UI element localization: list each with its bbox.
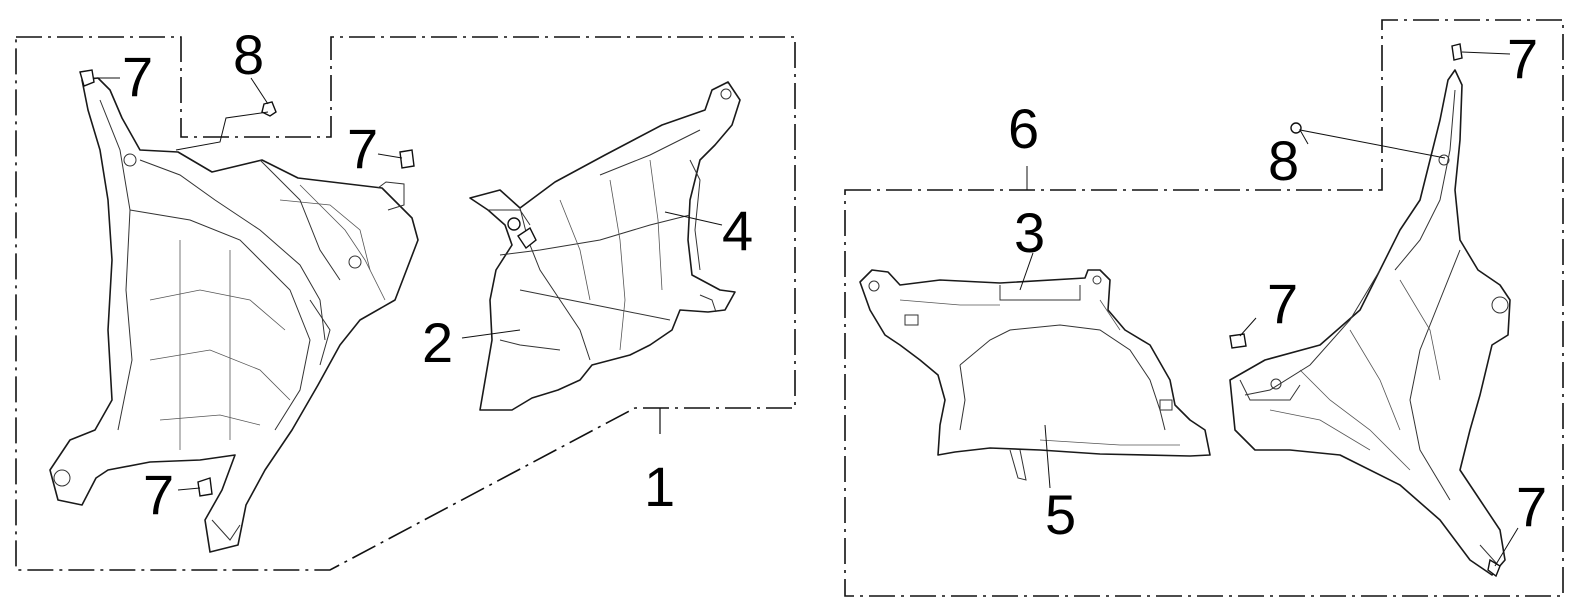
part-2-4-panel bbox=[469, 81, 741, 411]
leader-lines bbox=[94, 51, 1519, 567]
group-6-frame bbox=[844, 19, 1564, 597]
callout-7-top-left: 7 bbox=[122, 45, 153, 108]
part-3-5-panel bbox=[859, 269, 1211, 481]
left-inner-cover-part bbox=[49, 77, 419, 553]
callout-7-right-middle: 7 bbox=[1267, 272, 1298, 335]
callout-labels: 1 2 3 4 5 6 7 7 7 7 7 7 8 8 bbox=[122, 23, 1547, 546]
callout-7-bottom-right: 7 bbox=[1516, 475, 1547, 538]
callout-2: 2 bbox=[422, 311, 453, 374]
callout-3: 3 bbox=[1014, 201, 1045, 264]
hardware-clips-screws bbox=[79, 43, 1501, 578]
callout-8-right: 8 bbox=[1268, 129, 1299, 192]
callout-5: 5 bbox=[1045, 483, 1076, 546]
callout-8-left: 8 bbox=[233, 23, 264, 86]
callout-7-top-right: 7 bbox=[1507, 27, 1538, 90]
right-inner-cover-part bbox=[1229, 69, 1511, 576]
callout-6: 6 bbox=[1008, 97, 1039, 160]
callout-7-left-bottom: 7 bbox=[143, 463, 174, 526]
callout-4: 4 bbox=[722, 199, 753, 262]
callout-7-left-middle: 7 bbox=[347, 117, 378, 180]
callout-1: 1 bbox=[644, 455, 675, 518]
group-1-frame bbox=[15, 36, 796, 571]
